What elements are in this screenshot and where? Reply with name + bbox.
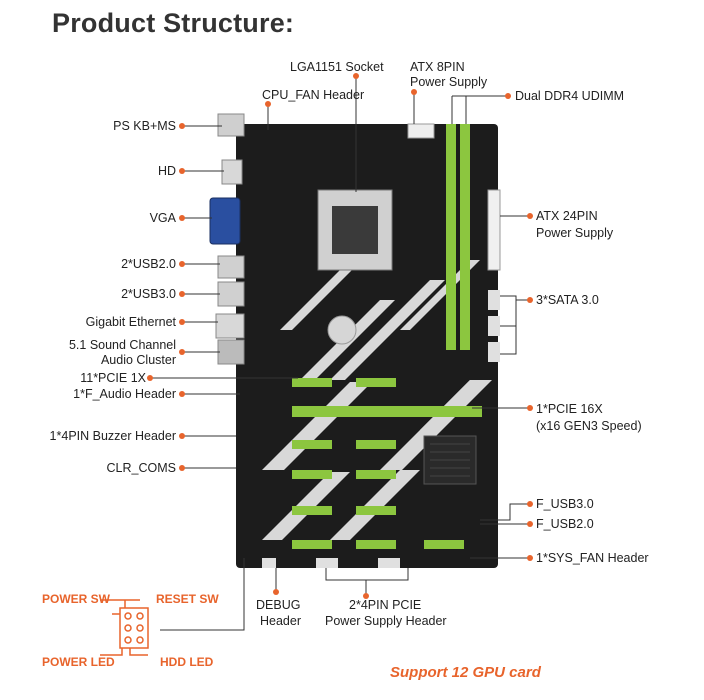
cmos-battery xyxy=(327,315,357,345)
pcie1x-slot-9 xyxy=(292,540,332,549)
pcie1x-slot-7 xyxy=(292,506,332,515)
atx24-connector xyxy=(487,189,501,271)
label-f-usb30: F_USB3.0 xyxy=(536,497,594,511)
pcie1x-slot-11 xyxy=(424,540,464,549)
label-usb20: 2*USB2.0 xyxy=(121,257,176,271)
label-pcie1x: 11*PCIE 1X xyxy=(80,371,146,385)
footer-support-text: Support 12 GPU card xyxy=(390,664,541,681)
label-vga: VGA xyxy=(149,211,176,225)
label-audio-line1: 5.1 Sound Channel xyxy=(68,338,176,352)
label-atx8-line1: ATX 8PIN xyxy=(410,60,465,74)
label-hdd-led: HDD LED xyxy=(160,655,214,669)
pcie1x-slot-5 xyxy=(292,470,332,479)
pcie1x-slot-10 xyxy=(356,540,396,549)
label-f-usb20: F_USB2.0 xyxy=(536,517,594,531)
pcie1x-slot-4 xyxy=(356,440,396,449)
vga-port xyxy=(209,197,241,245)
label-reset-sw: RESET SW xyxy=(156,592,219,606)
label-debug-line1: DEBUG xyxy=(256,598,301,612)
pcie-power-connector-1 xyxy=(316,558,338,568)
label-clr-coms: CLR_COMS xyxy=(106,461,176,475)
label-pcie16-line1: 1*PCIE 16X xyxy=(536,402,603,416)
label-lga1151-socket: LGA1151 Socket xyxy=(290,60,384,74)
label-cpu-fan-header: CPU_FAN Header xyxy=(262,88,365,102)
label-pcie-power-line2: Power Supply Header xyxy=(325,614,447,628)
usb3-port xyxy=(217,281,245,307)
audio-port xyxy=(217,339,245,365)
label-atx24-line1: ATX 24PIN xyxy=(536,209,598,223)
sata-port-1 xyxy=(488,290,500,310)
label-hd: HD xyxy=(157,164,176,178)
label-sata: 3*SATA 3.0 xyxy=(536,293,599,307)
label-f-audio-header: 1*F_Audio Header xyxy=(73,387,176,401)
hdmi-port xyxy=(221,159,243,185)
atx8-connector xyxy=(407,123,435,139)
sata-port-3 xyxy=(488,342,500,362)
label-debug-line2: Header xyxy=(260,614,301,628)
label-pcie16-line2: (x16 GEN3 Speed) xyxy=(536,419,642,433)
pcie1x-slot-3 xyxy=(292,440,332,449)
ps2-port xyxy=(217,113,245,137)
label-sys-fan-header: 1*SYS_FAN Header xyxy=(536,551,649,565)
front-panel-pin-diagram xyxy=(100,599,149,656)
label-power-led: POWER LED xyxy=(42,655,115,669)
ddr4-slot-1 xyxy=(446,124,456,350)
label-atx24-line2: Power Supply xyxy=(536,226,614,240)
label-ps-kb-ms: PS KB+MS xyxy=(113,119,176,133)
pcie-power-connector-2 xyxy=(378,558,400,568)
label-power-sw: POWER SW xyxy=(42,592,110,606)
usb2-port xyxy=(217,255,245,279)
pcie1x-slot-8 xyxy=(356,506,396,515)
label-gigabit-ethernet: Gigabit Ethernet xyxy=(85,315,176,329)
label-ddr4-udimm: Dual DDR4 UDIMM xyxy=(515,89,625,103)
label-audio-line2: Audio Cluster xyxy=(100,353,176,367)
page-title: Product Structure: xyxy=(52,8,295,38)
ethernet-port xyxy=(215,313,245,339)
pcie1x-slot-1 xyxy=(292,378,332,387)
ddr4-slot-2 xyxy=(460,124,470,350)
pcie1x-slot-2 xyxy=(356,378,396,387)
sata-port-2 xyxy=(488,316,500,336)
pcie1x-slot-6 xyxy=(356,470,396,479)
label-buzzer-header: 1*4PIN Buzzer Header xyxy=(49,429,176,443)
label-pcie-power-line1: 2*4PIN PCIE xyxy=(349,598,422,612)
label-usb30: 2*USB3.0 xyxy=(121,287,176,301)
label-atx8-line2: Power Supply xyxy=(410,75,488,89)
debug-header xyxy=(262,558,276,568)
pcie16-slot xyxy=(292,406,482,417)
